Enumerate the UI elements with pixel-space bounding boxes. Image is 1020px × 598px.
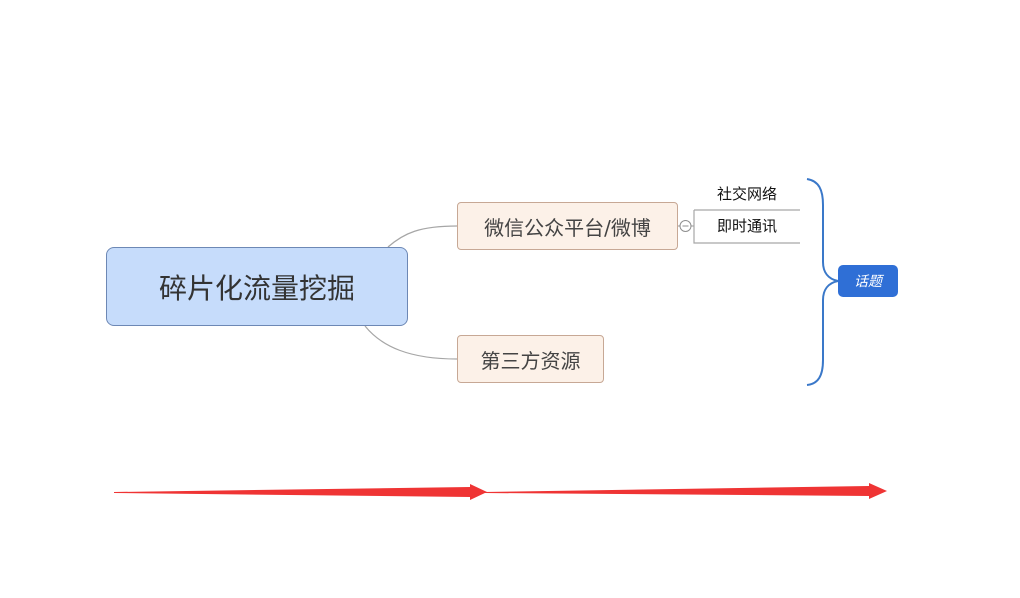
red-arrow-right	[484, 483, 887, 499]
root-topic[interactable]: 碎片化流量挖掘	[106, 247, 408, 326]
summary-topic[interactable]: 话题	[838, 265, 898, 297]
subtopic-label: 即时通讯	[716, 217, 777, 235]
subtopic-label: 社交网络	[716, 185, 777, 203]
connector-root-to-wechat	[387, 225, 458, 248]
branch-topic-label: 第三方资源	[480, 348, 581, 373]
branch-topic-wechat-weibo[interactable]: 微信公众平台/微博	[457, 202, 678, 250]
collapse-toggle[interactable]	[679, 220, 692, 232]
branch-topic-label: 微信公众平台/微博	[484, 215, 651, 240]
branch-topic-third-party[interactable]: 第三方资源	[457, 335, 604, 383]
red-arrow-left	[114, 484, 487, 500]
subtopic-instant-messaging[interactable]: 即时通讯	[694, 213, 800, 239]
summary-topic-label: 话题	[854, 274, 882, 290]
child-group-bracket	[693, 209, 800, 244]
connector-root-to-third-party	[364, 325, 458, 360]
summary-brace	[806, 178, 839, 386]
root-topic-label: 碎片化流量挖掘	[158, 271, 355, 305]
subtopic-social-network[interactable]: 社交网络	[694, 182, 800, 206]
